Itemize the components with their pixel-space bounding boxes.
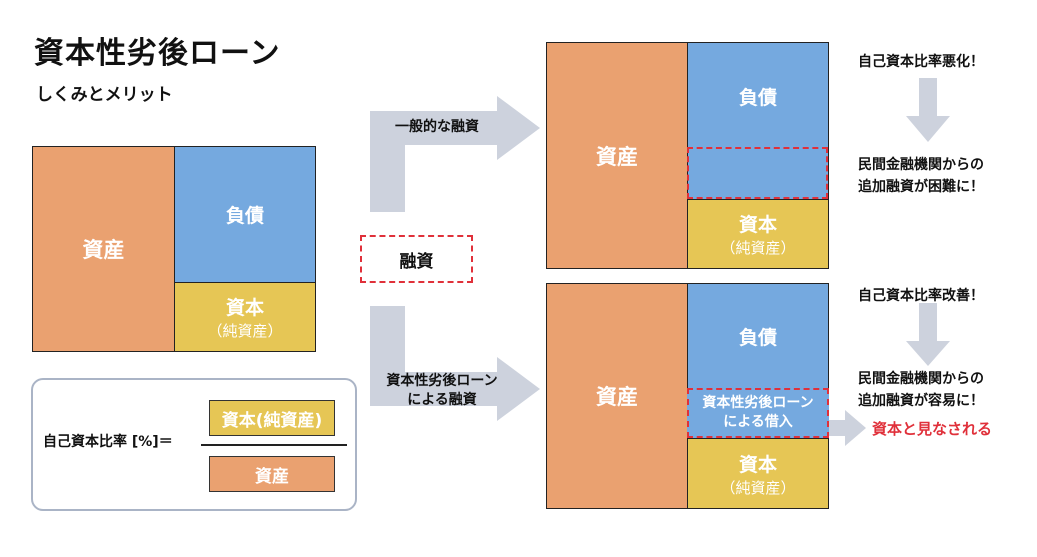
left-asset-block: 資産 xyxy=(32,146,175,352)
bottom-note-financing: 民間金融機関からの 追加融資が容易に！ xyxy=(858,369,984,412)
equity-treatment-highlight: 資本と見なされる xyxy=(872,420,993,438)
page-title: 資本性劣後ローン xyxy=(34,36,281,71)
arrow-bottom-label-line1: 資本性劣後ローン xyxy=(386,373,498,389)
formula-panel: 自己資本比率 [%]＝ 資本(純資産) 資産 xyxy=(31,378,357,511)
arrow-bottom-label: 資本性劣後ローン による融資 xyxy=(372,372,512,410)
bottom-note-financing-line1: 民間金融機関からの xyxy=(858,371,984,387)
bottom-loan-line2: による借入 xyxy=(723,414,793,430)
bottom-subordinated-loan-block: 資本性劣後ローン による借入 xyxy=(687,388,829,438)
arrow-bottom-elbow xyxy=(370,306,540,421)
bottom-liability-block: 負債 xyxy=(687,283,829,389)
left-liability-label: 負債 xyxy=(225,205,264,227)
top-new-loan-area xyxy=(687,147,828,199)
bottom-note-ratio: 自己資本比率改善！ xyxy=(858,288,984,304)
arrow-top-elbow xyxy=(370,96,540,212)
left-asset-label: 資産 xyxy=(82,238,125,262)
bottom-equity-label: 資本 xyxy=(738,453,777,476)
formula-denominator: 資産 xyxy=(209,456,335,492)
bottom-note-financing-line2: 追加融資が容易に！ xyxy=(858,392,984,409)
page-subtitle: しくみとメリット xyxy=(36,85,173,105)
top-asset-block: 資産 xyxy=(546,42,688,269)
left-equity-block: 資本 （純資産） xyxy=(174,282,316,352)
formula-label: 自己資本比率 [%]＝ xyxy=(43,434,173,450)
bottom-loan-line1: 資本性劣後ローン xyxy=(702,395,814,412)
left-equity-sub: （純資産） xyxy=(207,322,283,340)
arrow-bottom-label-line2: による融資 xyxy=(407,391,477,408)
top-note-financing: 民間金融機関からの 追加融資が困難に！ xyxy=(858,155,984,198)
arrow-bottom-down xyxy=(906,303,950,366)
top-liability-block: 負債 xyxy=(687,42,829,200)
arrow-top-label: 一般的な融資 xyxy=(395,119,479,135)
bottom-asset-label: 資産 xyxy=(596,385,638,409)
left-liability-block: 負債 xyxy=(174,146,316,283)
top-liability-label: 負債 xyxy=(738,87,777,109)
top-asset-label: 資産 xyxy=(596,144,638,169)
arrow-top-down xyxy=(906,78,950,142)
left-equity-label: 資本 xyxy=(225,297,264,319)
top-equity-block: 資本 （純資産） xyxy=(687,199,829,269)
financing-label: 融資 xyxy=(399,251,434,272)
top-equity-sub: （純資産） xyxy=(720,239,796,257)
bottom-equity-block: 資本 （純資産） xyxy=(687,438,829,509)
arrow-to-highlight xyxy=(815,410,866,446)
top-equity-label: 資本 xyxy=(738,214,777,236)
bottom-liability-label: 負債 xyxy=(738,326,777,349)
top-note-financing-line1: 民間金融機関からの xyxy=(858,157,984,173)
formula-numerator: 資本(純資産) xyxy=(209,400,335,436)
financing-box: 融資 xyxy=(360,235,473,283)
fraction-line xyxy=(201,444,347,446)
top-note-ratio: 自己資本比率悪化！ xyxy=(858,54,984,70)
bottom-asset-block: 資産 xyxy=(546,283,688,509)
bottom-equity-sub: （純資産） xyxy=(720,478,796,497)
top-note-financing-line2: 追加融資が困難に！ xyxy=(858,178,984,195)
